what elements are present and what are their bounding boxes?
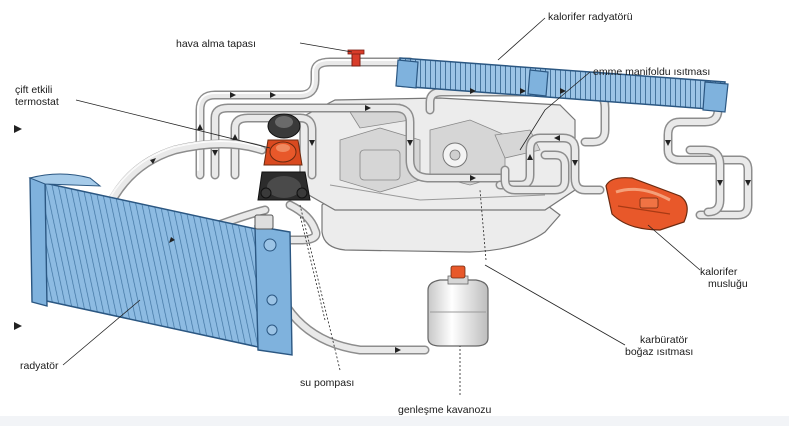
label-hava-alma: hava alma tapası: [176, 38, 256, 50]
margin-mark-bottom: [14, 322, 22, 330]
label-radyator: radyatör: [20, 360, 59, 372]
label-genlesme: genleşme kavanozu: [398, 404, 492, 416]
water-pump: [257, 171, 311, 201]
label-kalorifer-radyatoru: kalorifer radyatörü: [548, 11, 633, 23]
margin-mark-top: [14, 125, 22, 133]
label-kalorifer-musluk-1: kalorifer: [700, 266, 738, 278]
hose-network: [90, 57, 753, 355]
label-termostat-2: termostat: [15, 96, 59, 108]
expansion-jar: [427, 265, 489, 347]
bleed-cap: [347, 49, 365, 67]
label-emme-manifoldu: emme manifoldu ısıtması: [593, 66, 710, 78]
label-karburator-1: karbüratör: [640, 334, 688, 346]
flow-arrows: [150, 88, 751, 353]
label-su-pompasi: su pompası: [300, 377, 354, 389]
thermostat-assembly: [263, 113, 303, 166]
label-karburator-2: boğaz ısıtması: [625, 346, 693, 358]
bottom-strip: [0, 416, 789, 426]
label-kalorifer-musluk-2: musluğu: [708, 278, 748, 290]
heater-valve: [605, 177, 688, 231]
main-radiator: [28, 173, 293, 356]
label-termostat-1: çift etkili: [15, 84, 52, 96]
leader-lines: [62, 17, 701, 395]
labels: hava alma tapası kalorifer radyatörü emm…: [15, 11, 748, 416]
heater-radiator: [395, 57, 729, 113]
